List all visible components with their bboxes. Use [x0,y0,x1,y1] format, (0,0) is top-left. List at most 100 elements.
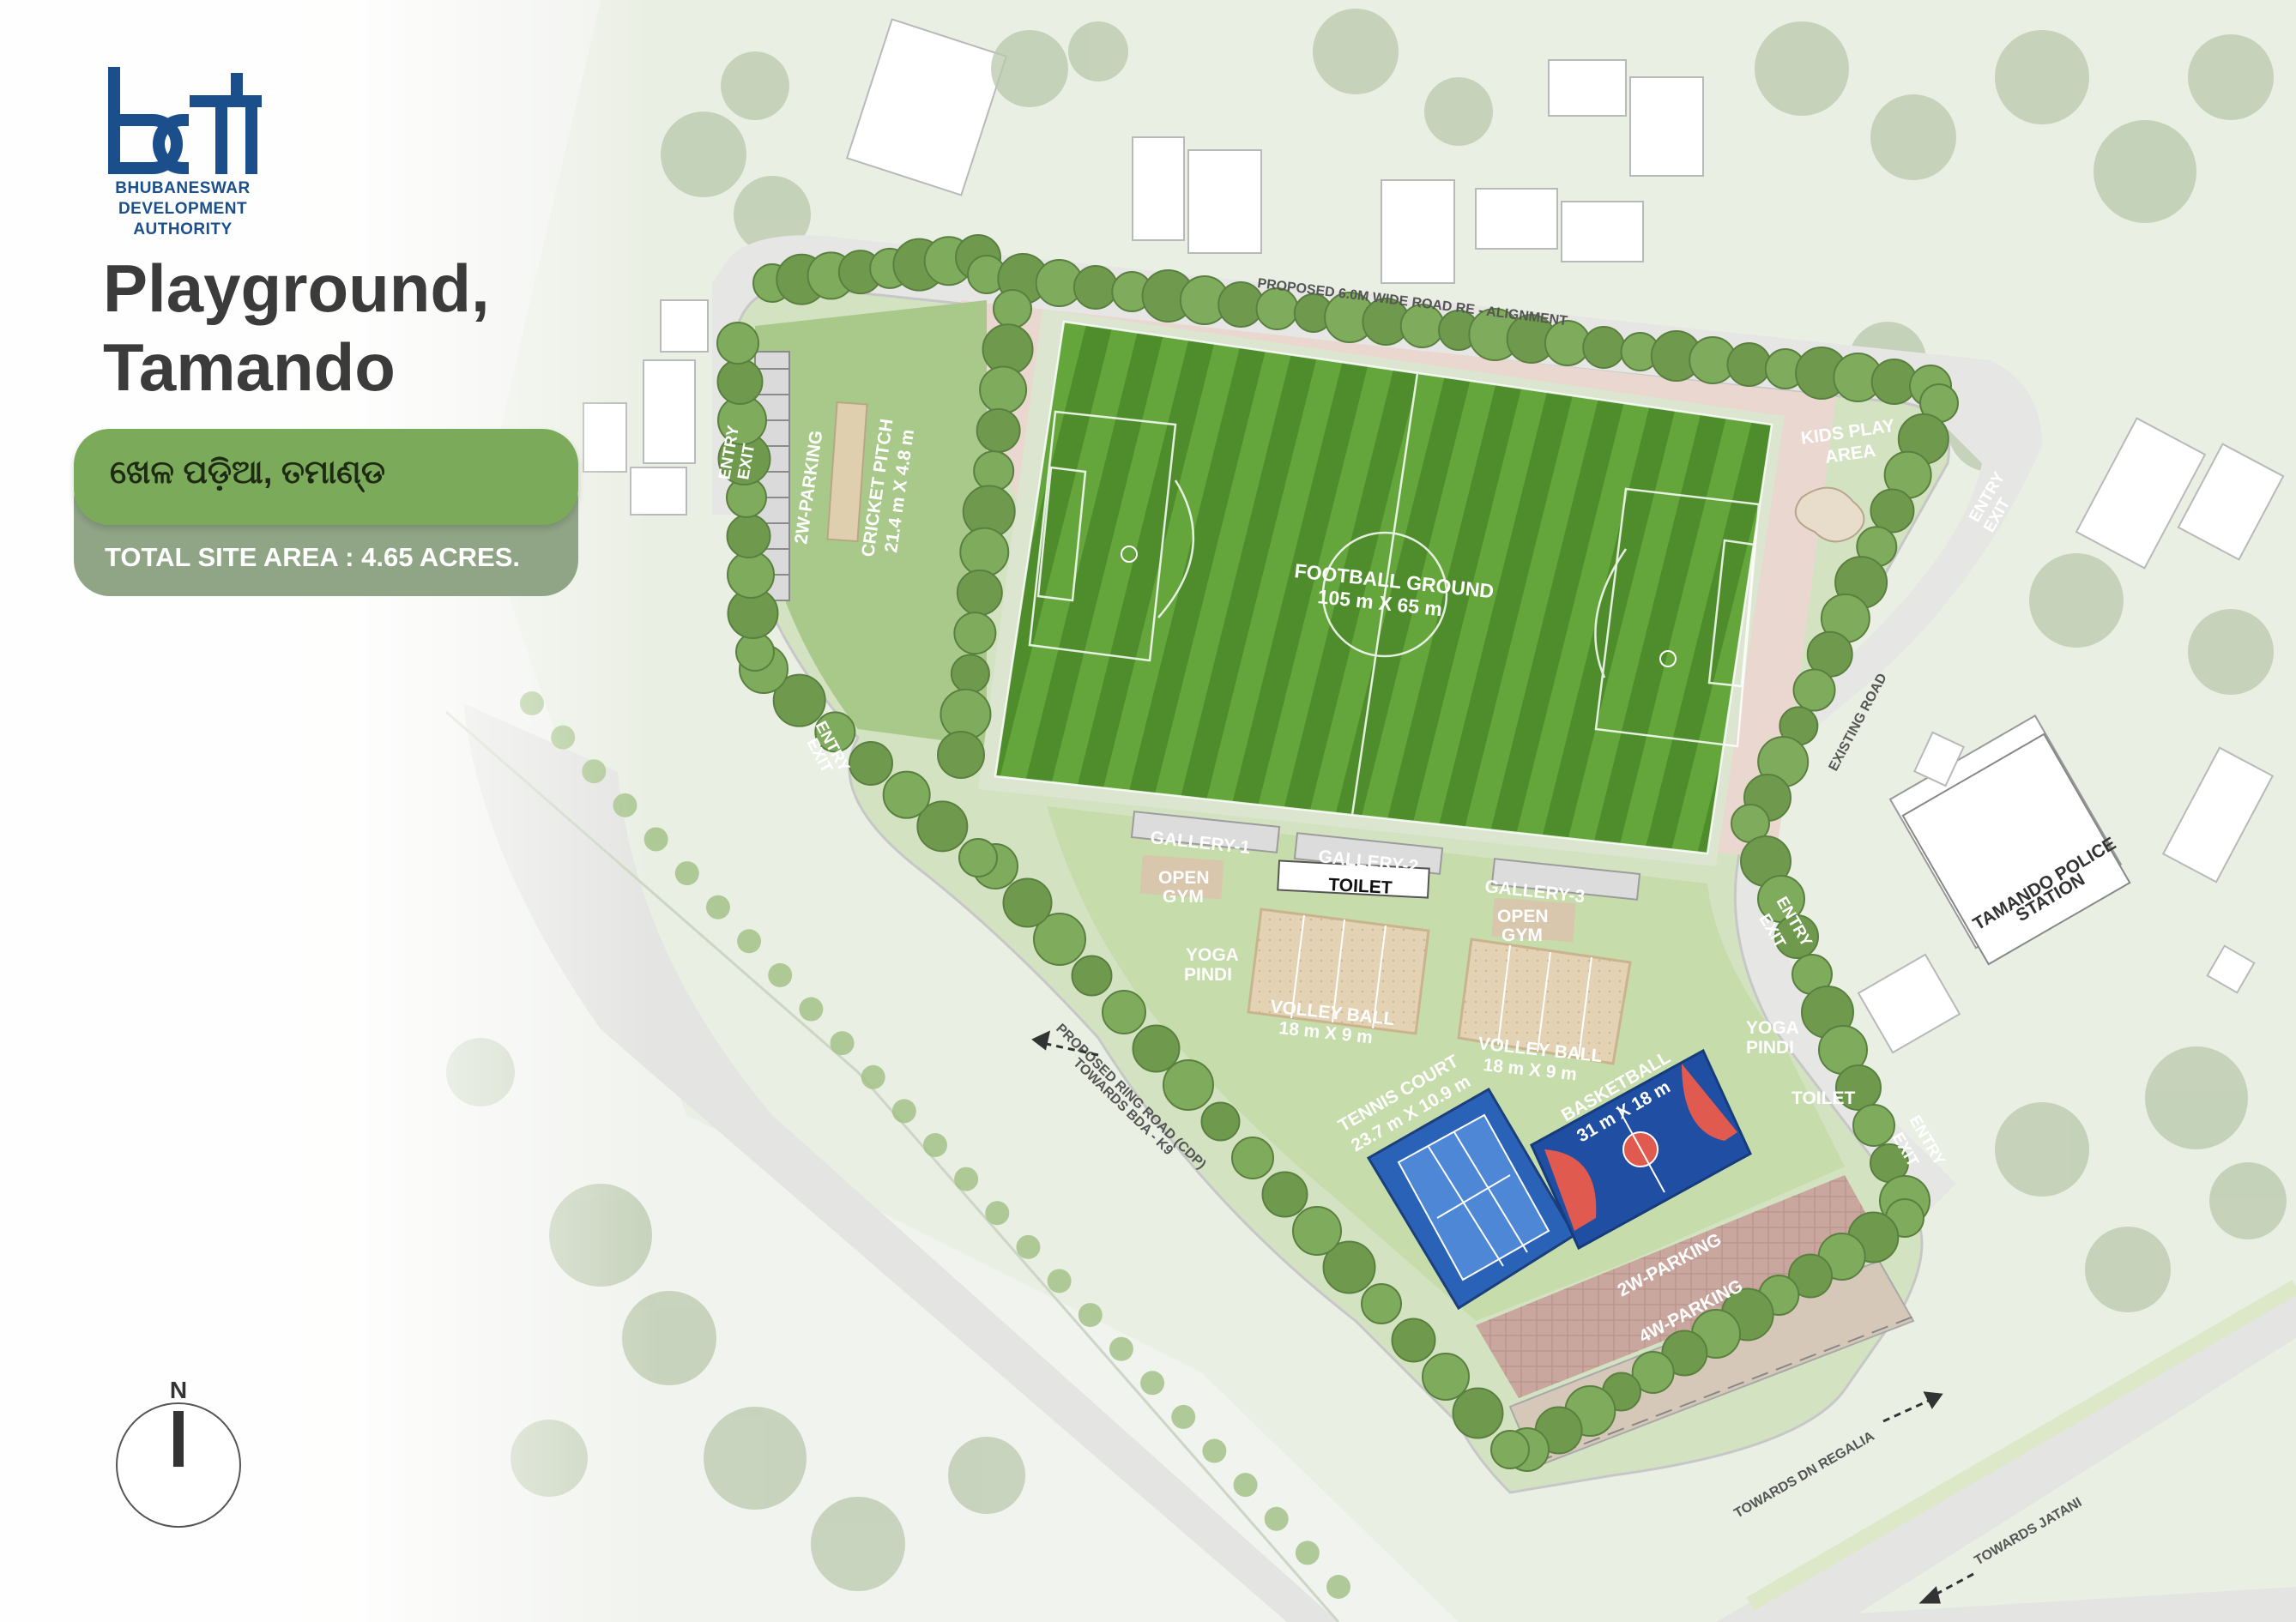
palm-tree [1326,1575,1350,1599]
tree-canopy [1631,1351,1675,1394]
tree-canopy [727,551,775,599]
odia-name-text: ଖେଳ ପଡ଼ିଆ, ତମାଣ୍ଡ [110,455,386,491]
open-gym-1-pad [1139,854,1224,900]
tree-canopy [1322,1240,1376,1294]
tree-canopy [1774,914,1819,959]
tree-canopy [849,741,893,786]
tree-canopy [1361,1283,1402,1324]
tree-canopy [973,450,1015,492]
palm-tree [613,793,637,817]
tree-canopy [1200,1101,1241,1142]
palm-tree [768,962,793,987]
toilet-main-label: TOILET [1328,875,1393,898]
yoga-2-label-a: YOGA [1746,1018,1799,1038]
volleyball-court-2 [1457,938,1632,1065]
tree-canopy [937,731,985,779]
org-name-line1: BHUBANESWAR [115,179,251,197]
bda-logo: bda BHUBANESWAR DEVELOPMENT AUTHORITY [101,67,264,240]
tree-canopy [716,359,764,405]
galleries [1130,811,1641,901]
palm-tree [954,1167,979,1191]
palm-tree [1171,1404,1196,1429]
tree-canopy [716,322,759,365]
tree-canopy [772,673,826,727]
cricket-field [755,300,987,746]
kids-play-area [1794,486,1865,543]
tree-canopy [1852,1104,1895,1147]
direction-arrows [1031,1030,1974,1604]
tree-canopy [956,569,1003,616]
gym-1-label-a: OPEN [1158,868,1210,888]
palm-tree [1140,1371,1165,1396]
tree-canopy [1788,1253,1833,1299]
tree-canopy [916,800,969,853]
tennis-court [1366,1087,1577,1311]
tree-canopy [1422,1353,1470,1401]
bda-logo-mark: bda [108,67,262,178]
tree-canopy [1102,990,1146,1034]
tree-canopy [882,770,931,819]
police-compound [1901,733,2131,966]
page-title-line2: Tamando [103,329,396,405]
north-arrow-icon [173,1411,184,1467]
tree-canopy [1870,488,1915,534]
football-ground [978,309,1785,866]
tree-canopy [1582,326,1626,369]
tree-canopy [1231,1137,1274,1179]
tree-canopy [1072,265,1118,310]
palm-tree [582,759,607,784]
palm-tree [799,997,824,1022]
palm-tree [1264,1506,1289,1531]
odia-name-pill: ଖେଳ ପଡ଼ିଆ, ତମାଣ୍ଡ [74,429,578,525]
compass-north-label: N [170,1377,187,1403]
cricket-pitch-strip [826,401,868,543]
tree-canopy [1163,1059,1214,1111]
tree-canopy [953,612,997,655]
palm-tree [1109,1336,1133,1361]
tree-canopy [1391,1317,1436,1363]
palm-tree [1295,1541,1320,1565]
tree-canopy [950,654,990,694]
palm-tree [923,1133,947,1157]
gym-2-label-a: OPEN [1497,907,1549,926]
yoga-1-label-a: YOGA [1186,945,1239,965]
page-title: Playground, Tamando [103,249,490,407]
tree-canopy [976,407,1021,453]
page-title-line1: Playground, [103,250,490,326]
tree-canopy [1490,1430,1530,1469]
palm-tree [551,725,576,750]
palm-tree [1047,1269,1072,1293]
palm-tree [520,691,544,715]
tree-canopy [1033,913,1086,966]
tree-canopy [979,365,1028,414]
palm-tree [737,929,762,954]
gym-2-label-b: GYM [1501,926,1543,945]
palm-tree [861,1064,885,1089]
org-name-line2: DEVELOPMENT [118,200,248,218]
tree-canopy [1071,955,1113,997]
tree-canopy [726,514,771,558]
volleyball-court-1 [1247,907,1430,1035]
palm-tree [1078,1303,1103,1328]
toilet-block-main [1277,859,1430,899]
gym-1-label-b: GYM [1163,887,1204,907]
open-gym-2-pad [1491,897,1576,943]
tree-canopy [1132,1024,1181,1073]
palm-tree [830,1031,855,1056]
tree-canopy [1792,668,1836,712]
yoga-2-label-b: PINDI [1746,1038,1794,1058]
tree-canopy [1835,1064,1882,1111]
palm-tree [985,1201,1010,1226]
tree-canopy [1726,342,1772,387]
tree-canopy [1452,1387,1504,1439]
toilet-right-label: TOILET [1791,1088,1855,1108]
basketball-court [1530,1048,1752,1251]
palm-tree [1202,1438,1227,1463]
logo-initials: bda [183,176,184,178]
site-area-text: TOTAL SITE AREA : 4.65 ACRES. [105,542,521,572]
palm-tree [1233,1473,1258,1498]
tree-canopy [958,838,998,877]
yoga-1-label-b: PINDI [1184,965,1232,985]
tree-canopy [993,289,1032,329]
